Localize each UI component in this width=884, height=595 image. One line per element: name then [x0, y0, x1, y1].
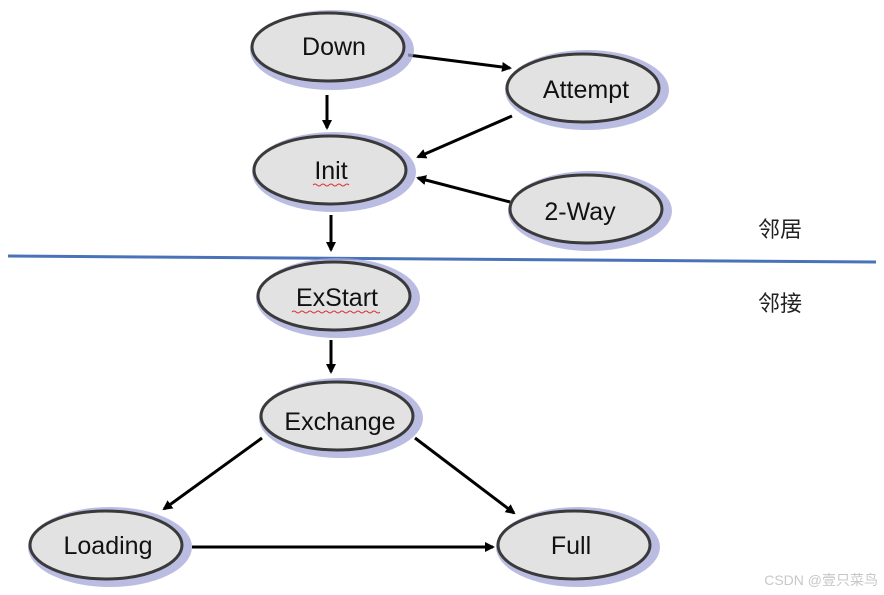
node-down: Down: [250, 10, 414, 90]
node-2way-label: 2-Way: [544, 198, 616, 226]
node-full-label: Full: [551, 532, 591, 560]
arrow-down-to-attempt: [407, 53, 512, 72]
node-attempt-label: Attempt: [543, 76, 629, 104]
node-init: Init: [252, 132, 416, 212]
node-down-label: Down: [302, 33, 366, 61]
watermark: CSDN @壹只菜鸟: [764, 572, 878, 588]
node-exchange: Exchange: [259, 378, 423, 458]
arrow-exchange-to-full: [414, 436, 516, 515]
spellcheck-underline-init: [312, 183, 350, 187]
node-full: Full: [496, 507, 660, 587]
zone-label-neighbor: 邻居: [758, 218, 802, 243]
node-exstart: ExStart: [256, 258, 420, 338]
node-2way: 2-Way: [508, 171, 672, 251]
arrow-exchange-to-loading: [162, 436, 263, 511]
arrows: [162, 53, 516, 552]
zone-label-adjacency: 邻接: [758, 292, 802, 317]
node-loading: Loading: [28, 507, 192, 587]
node-loading-label: Loading: [64, 532, 153, 560]
spellcheck-underline-exstart: [291, 310, 381, 314]
node-exchange-label: Exchange: [284, 408, 395, 436]
node-exstart-label: ExStart: [296, 284, 378, 312]
node-attempt: Attempt: [505, 50, 669, 130]
arrow-attempt-to-init: [416, 114, 513, 159]
neighbor-adjacency-divider: [7, 254, 877, 264]
node-init-label: Init: [314, 157, 347, 185]
arrow-twoway-to-init: [416, 175, 511, 204]
